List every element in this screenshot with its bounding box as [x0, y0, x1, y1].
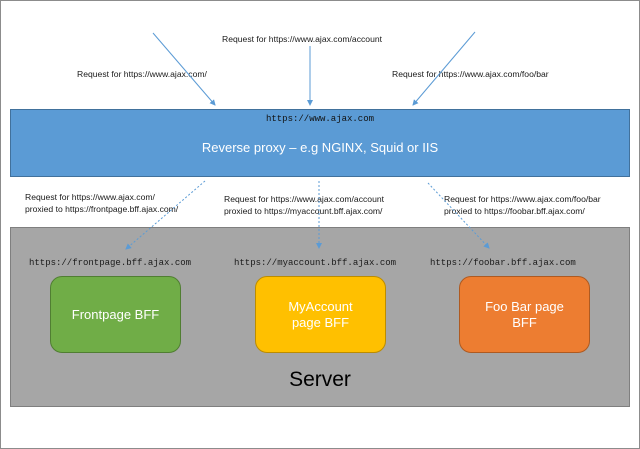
proxied-myaccount-line1: Request for https://www.ajax.com/account — [224, 194, 385, 204]
frontpage-bff-label: Frontpage BFF — [71, 306, 160, 322]
proxied-frontpage-line1: Request for https://www.ajax.com/ — [25, 192, 155, 202]
server-url-myaccount: https://myaccount.bff.ajax.com — [234, 258, 397, 268]
proxied-frontpage-line2: proxied to https://frontpage.bff.ajax.co… — [25, 204, 179, 214]
server-label: Server — [289, 368, 351, 391]
proxied-label-myaccount: Request for https://www.ajax.com/account… — [224, 193, 384, 217]
foobar-bff-label-line1: Foo Bar page — [485, 298, 564, 314]
myaccount-bff-label-line2: page BFF — [291, 314, 350, 330]
proxied-label-foobar: Request for https://www.ajax.com/foo/bar… — [444, 193, 601, 217]
foobar-bff-box: Foo Bar page BFF — [459, 276, 590, 353]
proxy-title: Reverse proxy – e.g NGINX, Squid or IIS — [201, 140, 439, 155]
foobar-bff-label-line2: BFF — [512, 314, 537, 330]
myaccount-bff-label-line1: MyAccount — [288, 298, 353, 314]
request-label-foobar: Request for https://www.ajax.com/foo/bar — [392, 69, 549, 79]
server-url-frontpage: https://frontpage.bff.ajax.com — [29, 258, 192, 268]
server-box: https://frontpage.bff.ajax.com https://m… — [10, 227, 630, 407]
myaccount-bff-box: MyAccount page BFF — [255, 276, 386, 353]
proxied-foobar-line1: Request for https://www.ajax.com/foo/bar — [444, 194, 601, 204]
server-url-foobar: https://foobar.bff.ajax.com — [430, 258, 576, 268]
arrow-root-to-proxy — [152, 32, 216, 106]
arrow-foobar-to-proxy — [412, 31, 476, 106]
frontpage-bff-box: Frontpage BFF — [50, 276, 181, 353]
proxied-foobar-line2: proxied to https://foobar.bff.ajax.com/ — [444, 206, 585, 216]
arrow-proxy-to-frontpage — [125, 180, 206, 250]
request-label-root: Request for https://www.ajax.com/ — [77, 69, 207, 79]
arrow-proxy-to-foobar — [427, 182, 490, 249]
proxy-url: https://www.ajax.com — [265, 114, 375, 124]
proxied-label-frontpage: Request for https://www.ajax.com/ proxie… — [25, 191, 178, 215]
reverse-proxy-box: https://www.ajax.com Reverse proxy – e.g… — [10, 109, 630, 177]
proxied-myaccount-line2: proxied to https://myaccount.bff.ajax.co… — [224, 206, 383, 216]
request-label-account: Request for https://www.ajax.com/account — [222, 34, 383, 44]
